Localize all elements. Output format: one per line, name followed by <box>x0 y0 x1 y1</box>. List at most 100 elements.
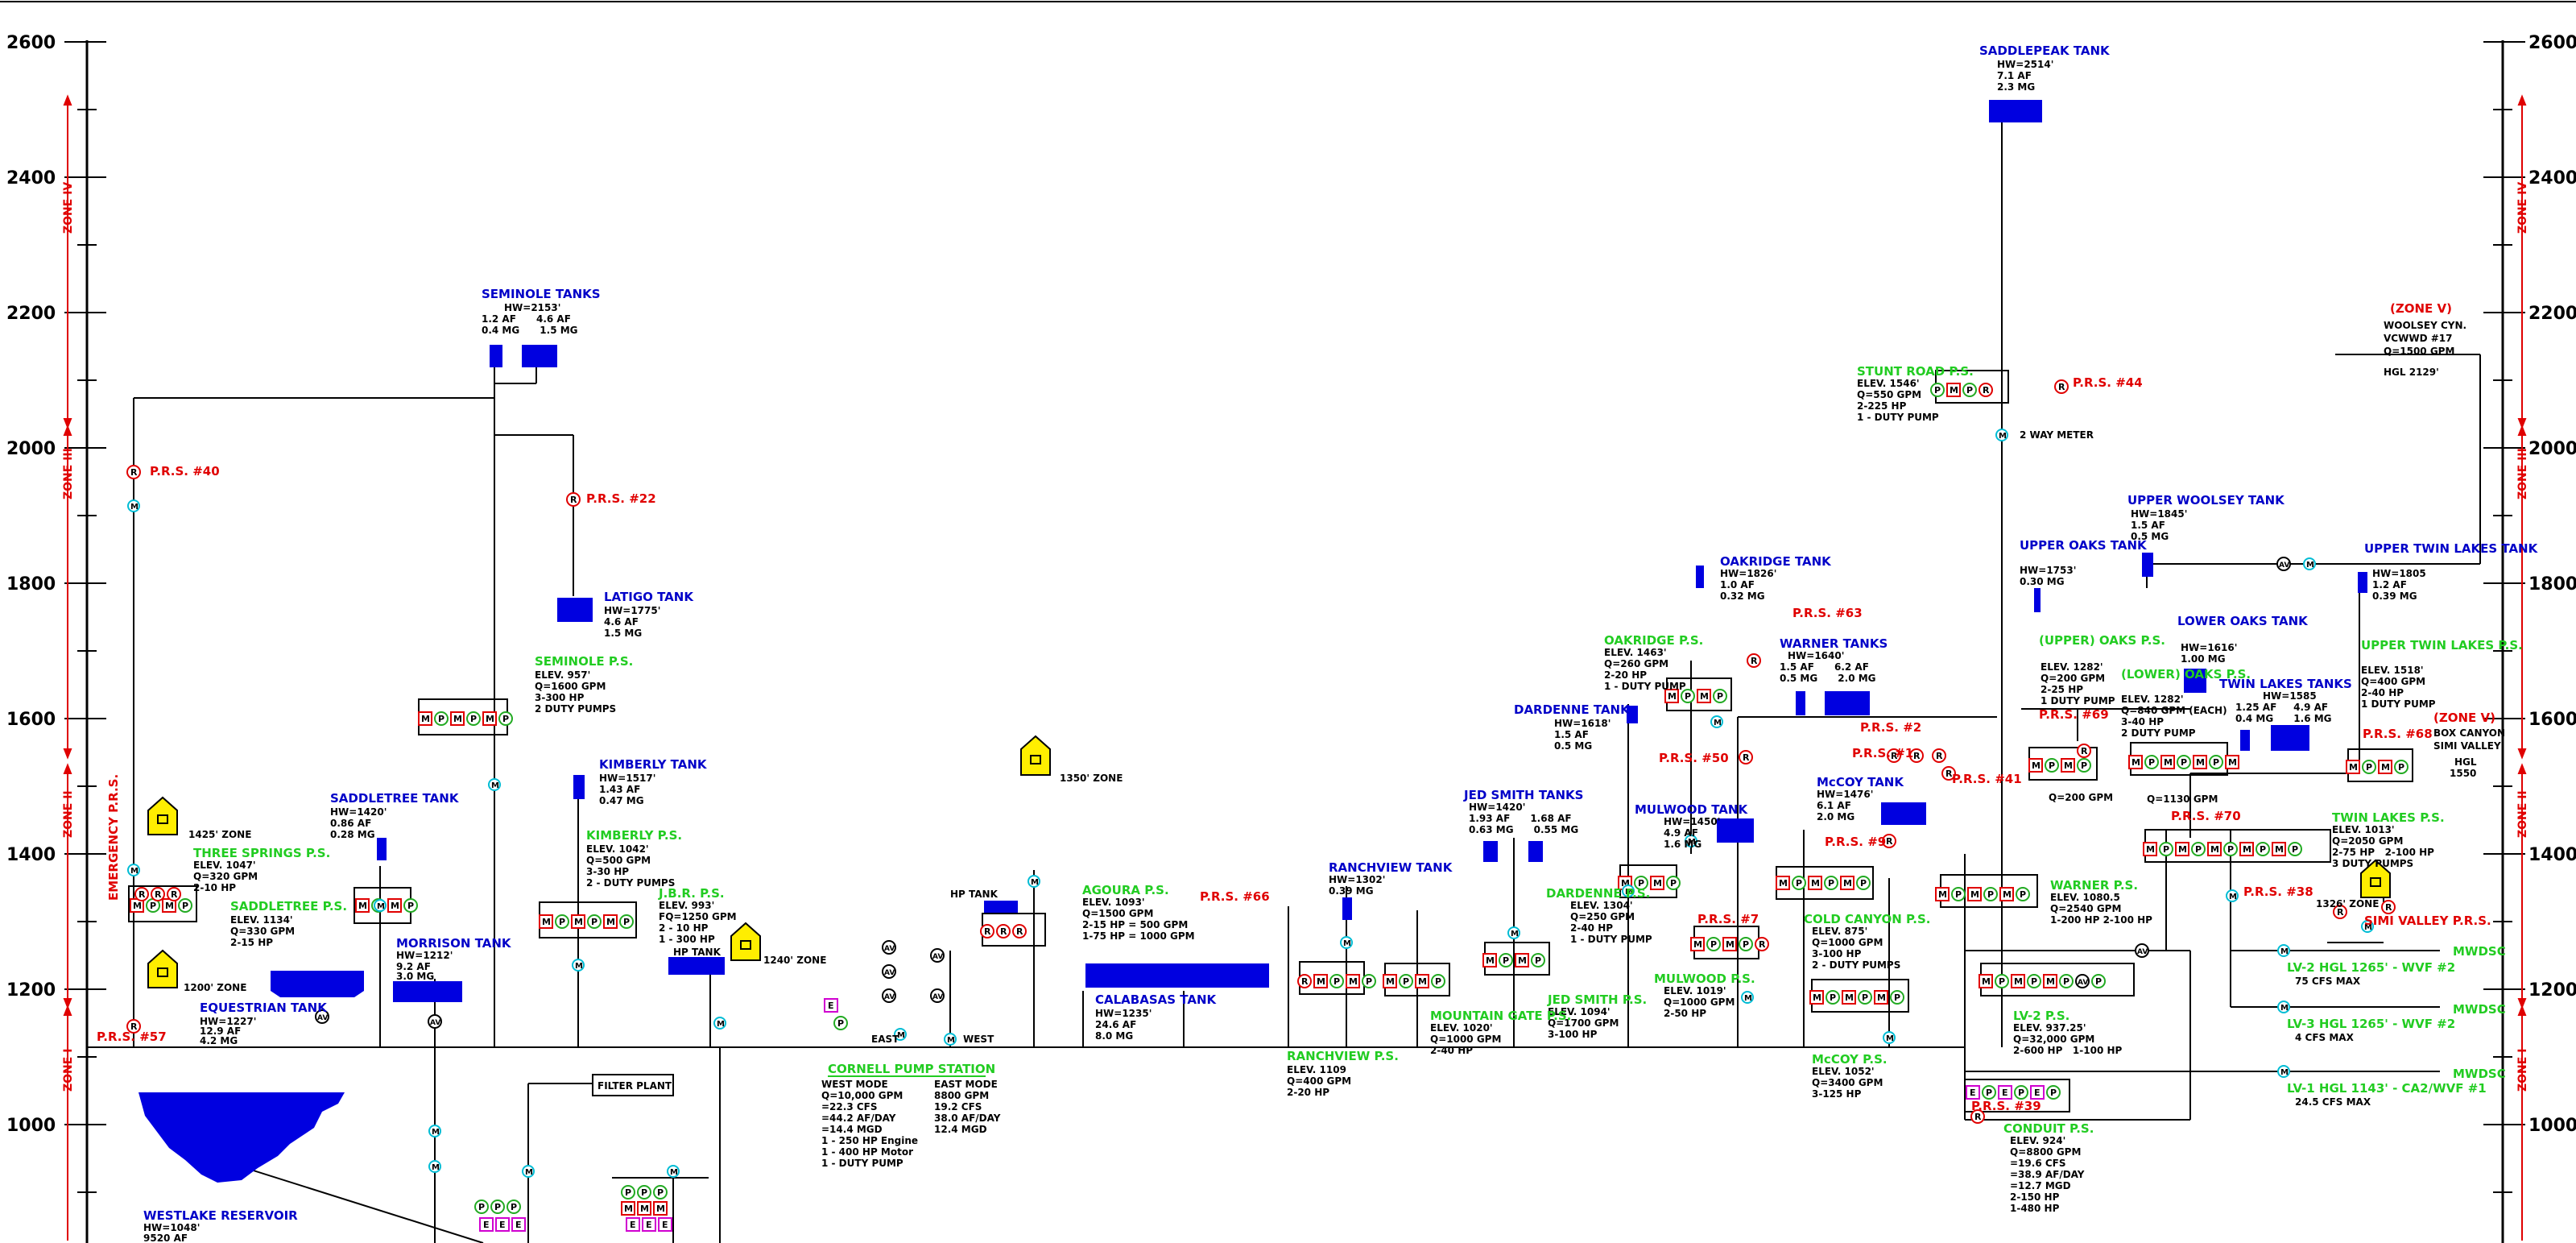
three-springs-ps-elev: ELEV. 1047' <box>193 860 256 871</box>
cornell-x2: 1 - 400 HP Motor <box>821 1146 913 1158</box>
svg-text:P: P <box>1862 992 1868 1003</box>
engine-icon: E <box>643 1218 655 1231</box>
motor-icon: M <box>1810 991 1823 1004</box>
pump-icon: P <box>1825 876 1838 889</box>
saddlepeak-tank <box>1989 100 2042 122</box>
upper-twin-lakes-ps-elev: ELEV. 1518' <box>2361 665 2424 676</box>
zone-iv-label-left: ZONE IV <box>62 182 75 234</box>
mwdsc-label-1: MWDSC <box>2453 944 2506 959</box>
calabasas-tank-name: CALABASAS TANK <box>1095 992 1217 1007</box>
svg-text:M: M <box>2014 976 2023 987</box>
svg-text:E: E <box>828 1001 834 1011</box>
kimberly-tank-name: KIMBERLY TANK <box>599 757 708 772</box>
svg-text:P: P <box>1685 691 1691 702</box>
dardenne-tank-hw: HW=1618' <box>1554 718 1611 729</box>
woolsey-q: Q=1500 GPM <box>2384 346 2454 357</box>
pump-icon: P <box>1931 383 1944 396</box>
seminole-tank-b <box>522 345 557 367</box>
motor-icon: M <box>2194 756 2206 769</box>
meter-icon: M <box>2278 1001 2289 1013</box>
svg-text:M: M <box>2003 889 2012 900</box>
svg-text:M: M <box>453 714 462 724</box>
elevation-axis-left: 2600 2400 2200 2000 1800 1600 1400 1200 … <box>6 33 106 1243</box>
motor-icon: M <box>1936 888 1949 901</box>
engine-icon: E <box>480 1218 493 1231</box>
motor-icon: M <box>2012 975 2024 988</box>
svg-text:P: P <box>2049 760 2055 771</box>
svg-text:E: E <box>630 1220 636 1230</box>
saddlepeak-tank-mg: 2.3 MG <box>1997 81 2035 93</box>
prs-66-label: P.R.S. #66 <box>1200 889 1270 904</box>
motor-icon: M <box>1346 975 1359 988</box>
svg-text:P: P <box>438 714 444 724</box>
mountain-gate-ps-elev: ELEV. 1020' <box>1430 1022 1493 1034</box>
latigo-tank-mg: 1.5 MG <box>604 628 642 639</box>
elev-label-right-1200: 1200 <box>2528 980 2576 1001</box>
motor-icon: M <box>356 899 369 912</box>
ranchview-ps-elev: ELEV. 1109 <box>1287 1064 1346 1075</box>
calabasas-tank-hw: HW=1235' <box>1095 1008 1152 1019</box>
svg-text:P: P <box>2063 976 2069 987</box>
upper-woolsey-tank-af: 1.5 AF <box>2131 520 2165 531</box>
svg-text:M: M <box>1668 691 1677 702</box>
svg-text:M: M <box>624 1204 633 1214</box>
valve-icon: AV <box>883 965 895 978</box>
svg-text:M: M <box>656 1204 665 1214</box>
svg-text:R: R <box>570 495 577 505</box>
seminole-ps-elev: ELEV. 957' <box>535 669 590 681</box>
svg-text:M: M <box>575 962 583 971</box>
jed-smith-tanks-mg: 0.63 MG 0.55 MG <box>1469 824 1578 835</box>
svg-text:R: R <box>171 889 178 900</box>
hp-tank-label-agoura: HP TANK <box>950 889 999 900</box>
svg-text:M: M <box>1343 939 1351 948</box>
motor-icon: M <box>2379 760 2392 773</box>
two-way-meter-label: 2 WAY METER <box>2020 429 2094 441</box>
svg-text:AV: AV <box>884 969 895 977</box>
cornell-x1: 1 - 250 HP Engine <box>821 1135 918 1146</box>
mulwood-tank-hw: HW=1450' <box>1664 816 1720 827</box>
conduit-ps-hp2: 1-480 HP <box>2010 1203 2060 1214</box>
meter-icon: M <box>429 1125 440 1137</box>
twin-lakes-tanks-mg: 0.4 MG 1.6 MG <box>2235 713 2332 724</box>
stunt-road-ps-duty: 1 - DUTY PUMP <box>1857 412 1939 423</box>
pump-icon: P <box>2224 843 2237 856</box>
twin-lakes-tank-b <box>2271 725 2309 751</box>
emergency-prs-label: EMERGENCY P.R.S. <box>106 774 121 901</box>
motor-icon: M <box>1314 975 1327 988</box>
simi-valley-label: SIMI VALLEY <box>2433 740 2501 752</box>
morrison-tank <box>393 981 462 1002</box>
dardenne-tank-mg: 0.5 MG <box>1554 740 1592 752</box>
engine-icon: E <box>659 1218 672 1231</box>
upper-twin-lakes-tank-mg: 0.39 MG <box>2372 590 2417 602</box>
ranchview-tank-name: RANCHVIEW TANK <box>1329 860 1453 875</box>
pump-icon: P <box>1499 954 1512 967</box>
meter-icon: M <box>1742 992 1753 1003</box>
svg-text:P: P <box>2213 757 2219 768</box>
pump-icon: P <box>1667 876 1680 889</box>
woolsey-vcwwd: VCWWD #17 <box>2384 333 2452 344</box>
engine-icon: E <box>825 999 837 1012</box>
warner-tanks-mg: 0.5 MG 2.0 MG <box>1780 673 1876 684</box>
pump-icon: P <box>1714 690 1726 702</box>
pump-icon: P <box>638 1186 651 1199</box>
pressure-regulator-icon: R <box>167 888 180 901</box>
elev-label-2600: 2600 <box>6 33 56 53</box>
svg-text:P: P <box>1955 889 1962 900</box>
mccoy-ps-name: McCOY P.S. <box>1812 1052 1888 1067</box>
pump-icon: P <box>556 915 569 928</box>
pressure-regulator-icon: R <box>997 925 1010 938</box>
motor-icon: M <box>1483 954 1496 967</box>
mccoy-tank-mg: 2.0 MG <box>1817 811 1854 822</box>
pressure-regulator-icon: R <box>151 888 164 901</box>
pump-icon: P <box>1400 975 1412 988</box>
motor-icon: M <box>1979 975 1992 988</box>
stunt-road-ps-hp: 2-225 HP <box>1857 400 1907 412</box>
mulwood-ps-hp: 2-50 HP <box>1664 1008 1706 1019</box>
kimberly-tank <box>573 775 585 799</box>
mccoy-ps-elev: ELEV. 1052' <box>1812 1066 1875 1077</box>
seminole-ps-hp: 3-300 HP <box>535 692 585 703</box>
motor-icon: M <box>2240 843 2253 856</box>
svg-text:P: P <box>1934 385 1941 396</box>
mccoy-tank <box>1881 802 1926 825</box>
engine-icon: E <box>496 1218 509 1231</box>
